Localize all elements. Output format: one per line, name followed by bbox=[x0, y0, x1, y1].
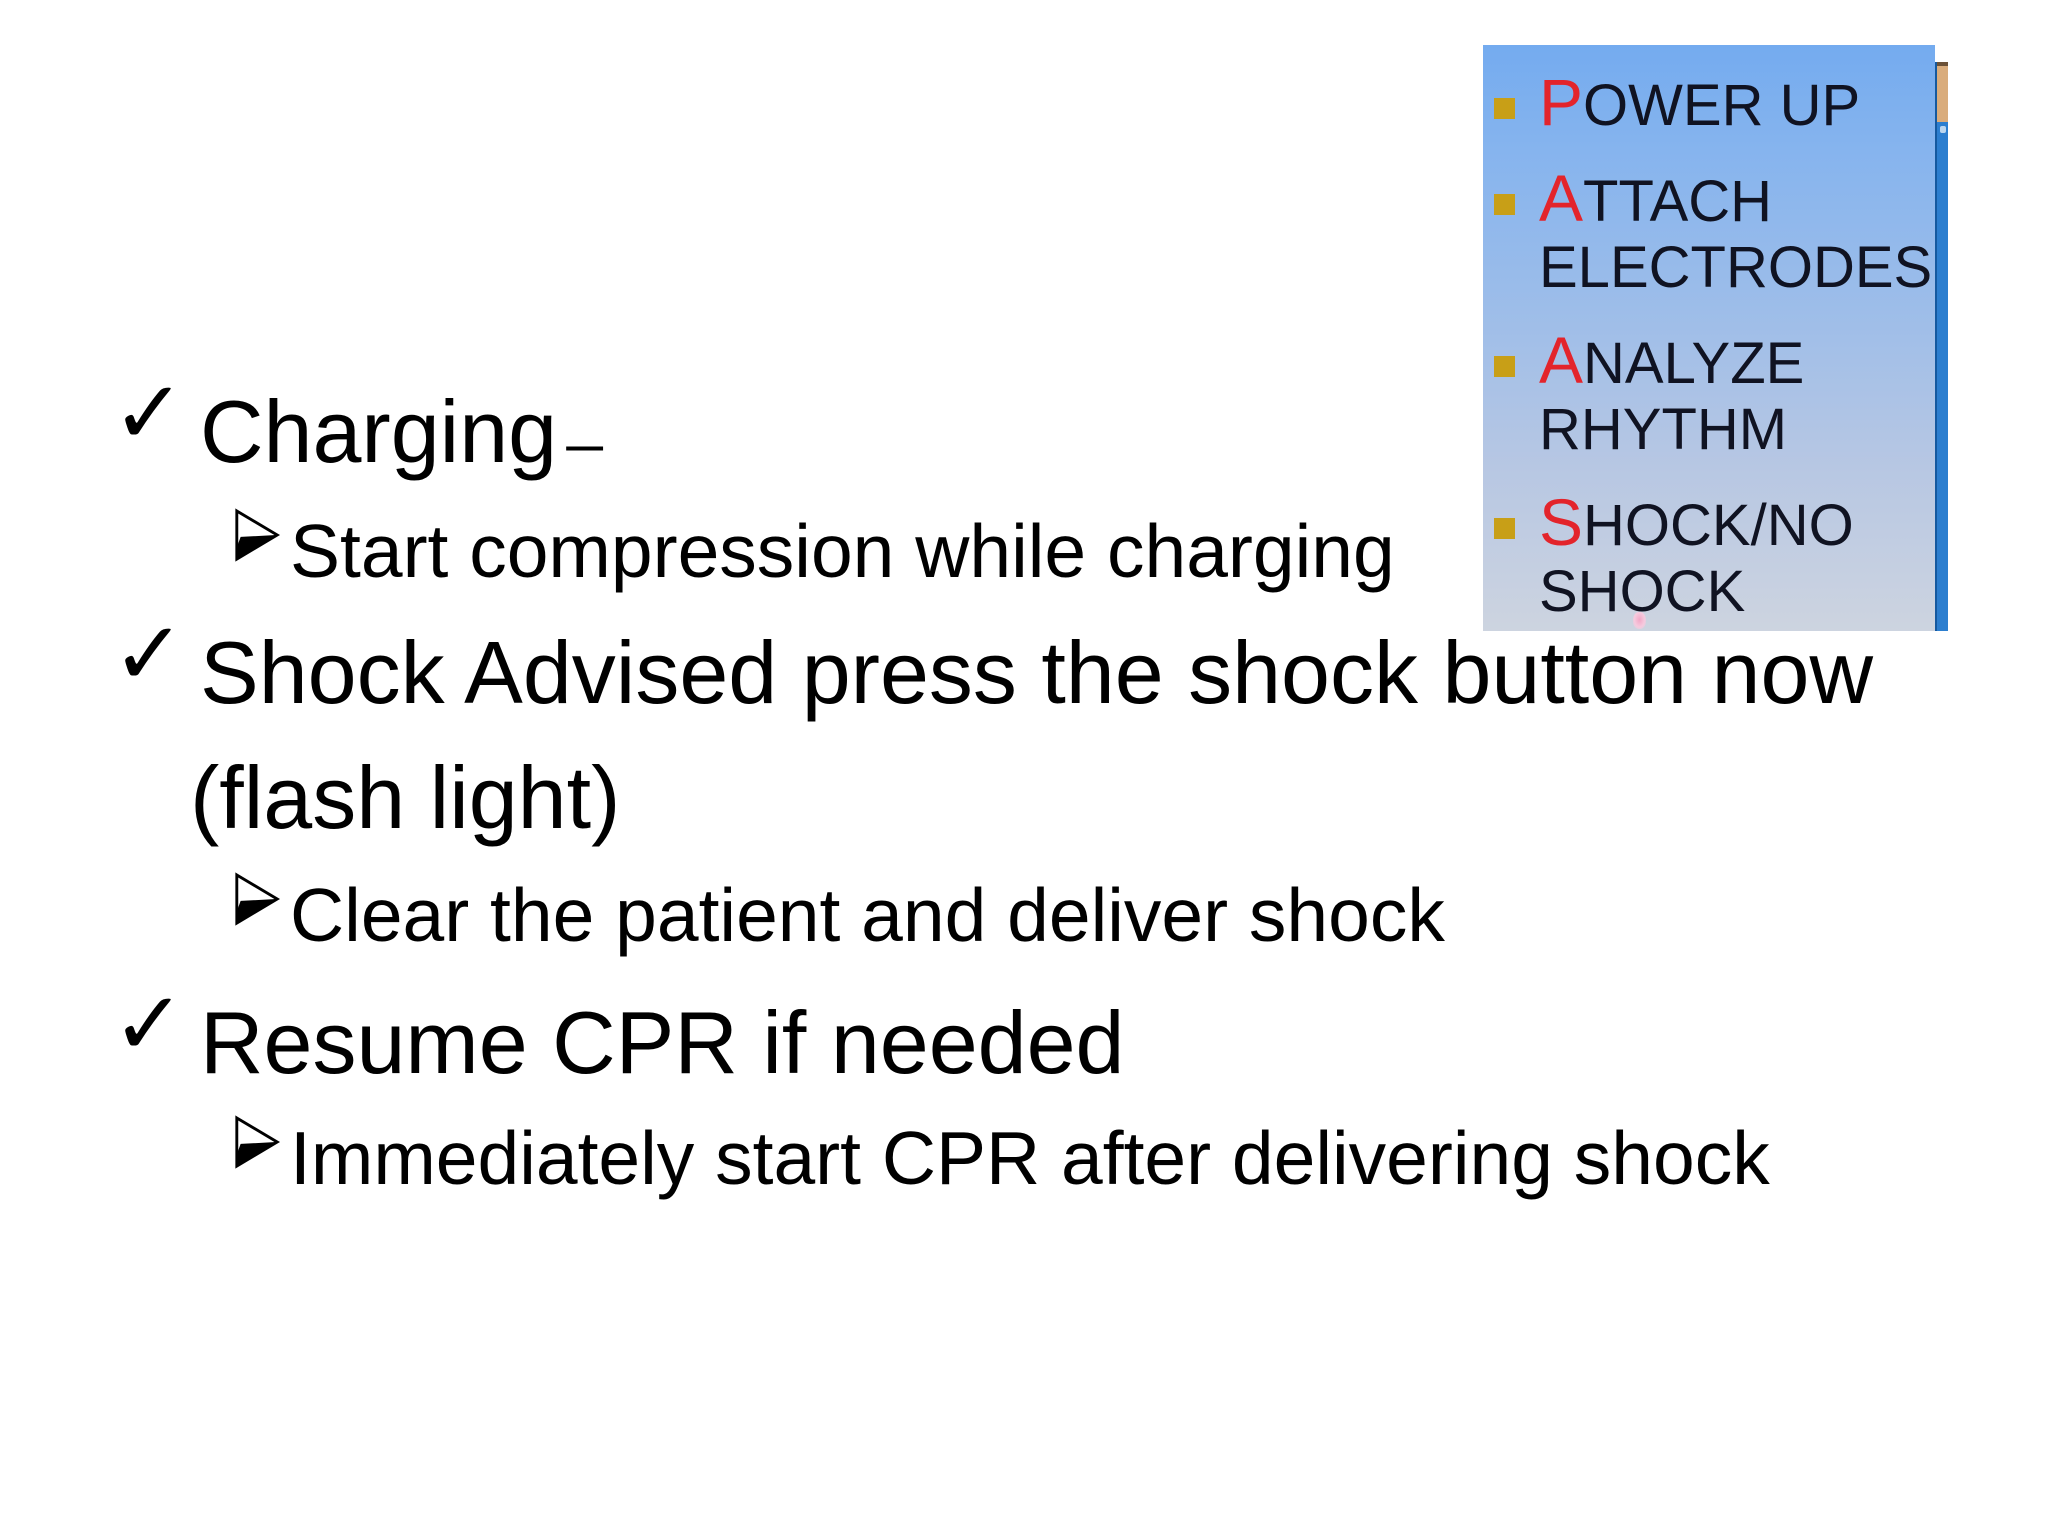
aed-step-initial: P bbox=[1539, 65, 1584, 139]
aed-steps-panel: POWER UP ATTACH ELECTRODES ANALYZE RHYTH… bbox=[1483, 45, 1935, 631]
bullet-item-charging: ✓ Charging _ bbox=[112, 369, 603, 482]
bullet-item-flash-light: (flash light) bbox=[190, 747, 620, 848]
aed-step-label: ANALYZE RHYTHM bbox=[1539, 323, 1805, 462]
aed-step-label: POWER UP bbox=[1539, 65, 1861, 139]
trailing-underscore: _ bbox=[567, 382, 603, 452]
aed-step-initial: S bbox=[1539, 485, 1584, 559]
aed-step-power-up: POWER UP bbox=[1494, 69, 1935, 139]
bullet-item-clear-patient: Clear the patient and deliver shock bbox=[232, 872, 1445, 958]
bullet-item-resume-cpr: ✓ Resume CPR if needed bbox=[112, 980, 1125, 1093]
panel-scrollbar-stripe bbox=[1935, 62, 1948, 631]
checkmark-icon: ✓ bbox=[112, 972, 186, 1075]
square-bullet-icon bbox=[1494, 356, 1515, 377]
bullet-label: Shock Advised press the shock button now bbox=[200, 623, 1873, 722]
bullet-label: (flash light) bbox=[190, 748, 621, 847]
bullet-item-immediately-cpr: Immediately start CPR after delivering s… bbox=[232, 1115, 1770, 1201]
aed-step-label: SHOCK/NO SHOCK bbox=[1539, 485, 1854, 624]
aed-step-initial: A bbox=[1539, 323, 1584, 397]
bullet-label: Start compression while charging bbox=[290, 509, 1395, 593]
checkmark-icon: ✓ bbox=[112, 602, 186, 705]
bullet-label: Immediately start CPR after delivering s… bbox=[290, 1116, 1770, 1200]
checkmark-icon: ✓ bbox=[112, 361, 186, 464]
aed-step-initial: A bbox=[1539, 161, 1584, 235]
aed-step-analyze-rhythm: ANALYZE RHYTHM bbox=[1494, 327, 1935, 463]
arrowhead-bullet-icon bbox=[232, 506, 290, 564]
bullet-label: Resume CPR if needed bbox=[200, 993, 1125, 1092]
square-bullet-icon bbox=[1494, 98, 1515, 119]
bullet-label: Charging bbox=[200, 382, 558, 481]
bullet-item-start-compression: Start compression while charging bbox=[232, 508, 1395, 594]
square-bullet-icon bbox=[1494, 194, 1515, 215]
aed-step-label: ATTACH ELECTRODES bbox=[1539, 161, 1933, 300]
aed-step-attach-electrodes: ATTACH ELECTRODES bbox=[1494, 165, 1935, 301]
bullet-label: Clear the patient and deliver shock bbox=[290, 873, 1445, 957]
arrowhead-bullet-icon bbox=[232, 1113, 290, 1171]
pink-artifact-mark bbox=[1633, 612, 1646, 629]
scrollbar-dot bbox=[1940, 126, 1946, 133]
arrowhead-bullet-icon bbox=[232, 870, 290, 928]
aed-step-shock-no-shock: SHOCK/NO SHOCK bbox=[1494, 489, 1935, 625]
bullet-item-shock-advised: ✓ Shock Advised press the shock button n… bbox=[112, 610, 1873, 723]
square-bullet-icon bbox=[1494, 518, 1515, 539]
scrollbar-thumb bbox=[1937, 62, 1948, 122]
